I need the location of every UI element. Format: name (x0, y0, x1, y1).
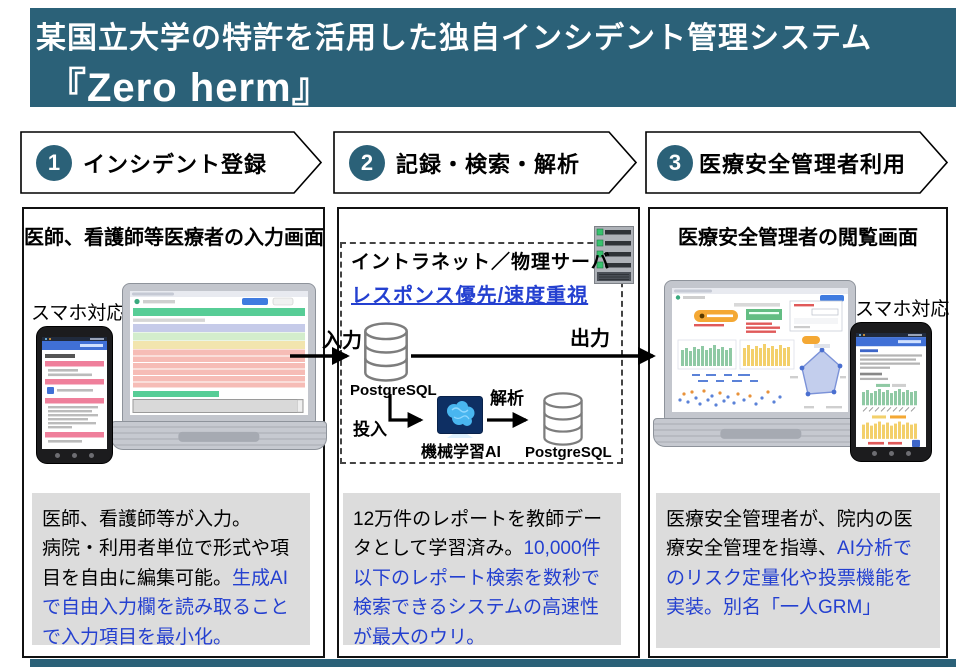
note1-text-blue: 生成AIで自由入力欄を読み取ることで入力項目を最小化。 (42, 567, 290, 648)
note-box-3: 医療安全管理者が、院内の医療安全管理を指導、AI分析でのリスク定量化や投票機能を… (656, 493, 940, 648)
label-output: 出力 (570, 328, 610, 350)
form-screenshot (130, 291, 308, 415)
database-icon-2 (543, 392, 583, 446)
chevron-shape (645, 131, 948, 194)
step-number-badge: 1 (36, 144, 72, 181)
step-label: 医療安全管理者利用 (699, 151, 907, 177)
note1-text: 医師、看護師等が入力。 病院・利用者単位で形式や項目を自由に編集可能。 (42, 509, 290, 589)
intranet-title: イントラネット／物理サーバ (351, 252, 611, 273)
mobile-form-screenshot (42, 337, 107, 449)
laptop-base-2 (653, 418, 869, 447)
note-box-1: 医師、看護師等が入力。 病院・利用者単位で形式や項目を自由に編集可能。生成AIで… (32, 493, 310, 648)
laptop-base-1 (111, 421, 327, 450)
postgresql-label-1: PostgreSQL (350, 382, 437, 399)
chevron-shape (333, 131, 637, 194)
step-chevron-2: 2 記録・検索・解析 (333, 131, 637, 194)
postgresql-label-2: PostgreSQL (525, 444, 612, 461)
note-box-2: 12万件のレポートを教師データとして学習済み。10,000件以下のレポート検索を… (343, 493, 621, 648)
ml-ai-label: 機械学習AI (420, 444, 501, 461)
phone-nav-bar (851, 449, 931, 458)
step-number-badge: 3 (657, 144, 693, 181)
col1-heading: 医師、看護師等医療者の入力画面 (24, 227, 324, 249)
response-priority-label: レスポンス優先/速度重視 (351, 285, 589, 307)
step-chevron-1: 1 インシデント登録 (20, 131, 322, 194)
step-label: 記録・検索・解析 (396, 151, 581, 177)
dashboard-screenshot (672, 288, 848, 412)
phone-nav-bar (37, 451, 112, 460)
title-banner: 某国立大学の特許を活用した独自インシデント管理システム 『Zero herm』 (30, 8, 956, 110)
trackpad (178, 431, 260, 442)
smartphone-support-label-2: スマホ対応 (855, 299, 950, 320)
step-chevron-3: 3 医療安全管理者利用 (645, 131, 948, 194)
footer-accent-bar (30, 659, 956, 667)
server-rack-icon (594, 226, 634, 284)
label-analysis: 解析 (490, 389, 524, 408)
laptop-illustration-2 (664, 280, 856, 420)
title-line-2: 『Zero herm』 (46, 66, 333, 110)
note3-text: 医療安全管理者が、院内の医療安全管理を指導、 (666, 509, 913, 560)
trackpad (720, 428, 802, 439)
title-line-1: 某国立大学の特許を活用した独自インシデント管理システム (36, 22, 873, 55)
database-icon-1 (364, 322, 408, 382)
note2-text: 12万件のレポートを教師データとして学習済み。 (353, 509, 603, 560)
col3-heading: 医療安全管理者の閲覧画面 (678, 227, 918, 249)
step-number-badge: 2 (349, 144, 385, 181)
label-feed: 投入 (353, 420, 387, 439)
smartphone-support-label-1: スマホ対応 (31, 303, 126, 324)
step-label: インシデント登録 (83, 151, 268, 177)
smartphone-illustration-1 (36, 326, 113, 464)
label-input: 入力 (322, 330, 362, 352)
mobile-dashboard-screenshot (856, 333, 926, 447)
note2-text-blue: 10,000件以下のレポート検索を数秒で検索できるシステムの高速性が最大のウリ。 (353, 538, 601, 648)
laptop-illustration-1 (122, 283, 316, 423)
note3-text-blue: AI分析でのリスク定量化や投票機能を実装。別名「一人GRM」 (666, 538, 914, 619)
ml-ai-brain-icon (437, 396, 483, 438)
chevron-shape (20, 131, 322, 194)
smartphone-illustration-2 (850, 322, 932, 462)
